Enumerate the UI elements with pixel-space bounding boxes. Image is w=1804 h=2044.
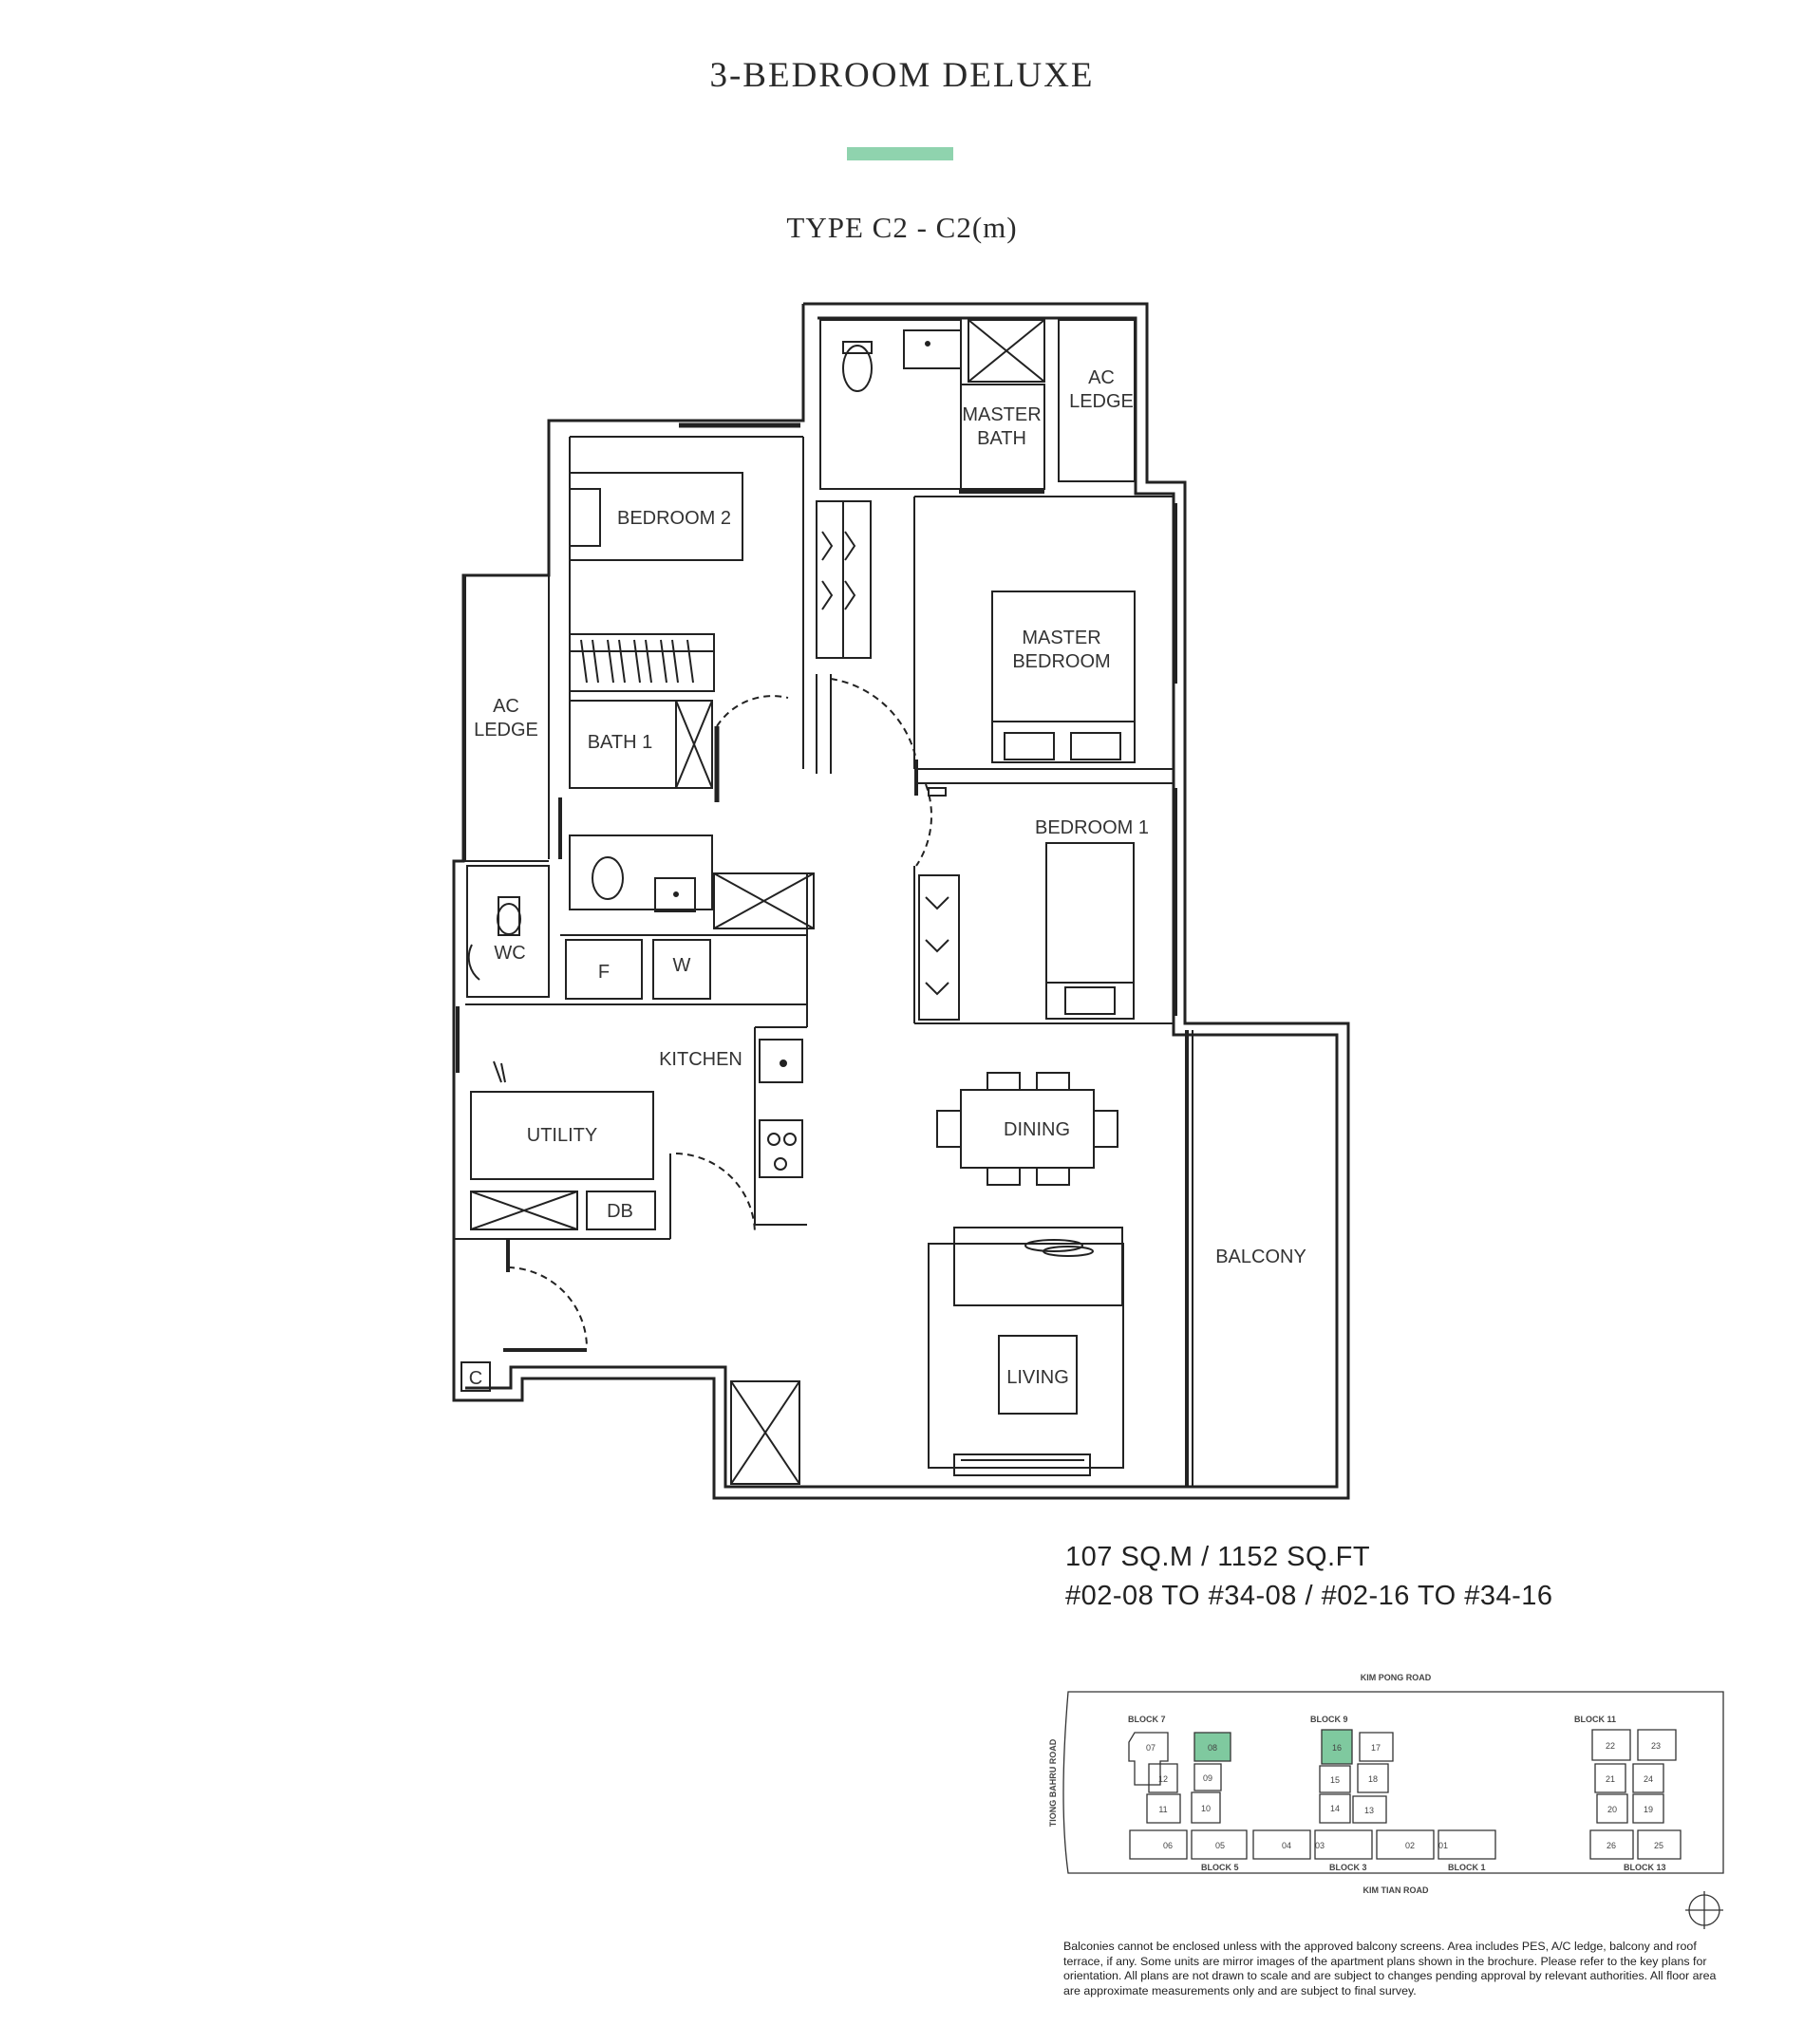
kp-unit-03: 03 — [1315, 1841, 1325, 1850]
kp-unit-08: 08 — [1208, 1743, 1217, 1753]
block-1-label: BLOCK 1 — [1448, 1863, 1486, 1872]
kitchen-area — [754, 1026, 807, 1226]
key-plan-unit-labels: 07 08 12 09 11 10 06 05 16 17 15 18 14 1… — [1146, 1741, 1663, 1850]
block-7-label: BLOCK 7 — [1128, 1715, 1166, 1724]
master-bath-area — [819, 319, 1136, 494]
kp-unit-09: 09 — [1203, 1773, 1212, 1783]
kp-unit-25: 25 — [1654, 1841, 1663, 1850]
title-accent-bar — [847, 147, 953, 160]
label-fridge: F — [598, 962, 610, 983]
kp-unit-26: 26 — [1607, 1841, 1616, 1850]
kp-unit-04: 04 — [1282, 1841, 1291, 1850]
page-title: 3-BEDROOM DELUXE — [709, 56, 1095, 95]
kp-unit-14: 14 — [1330, 1804, 1340, 1813]
label-db: DB — [607, 1201, 633, 1222]
kp-unit-23: 23 — [1651, 1741, 1661, 1751]
road-top-label: KIM PONG ROAD — [1361, 1673, 1432, 1682]
bath-1-area — [569, 695, 815, 929]
kp-unit-12: 12 — [1158, 1774, 1168, 1784]
unit-08-highlight — [1193, 1732, 1231, 1762]
kp-unit-19: 19 — [1644, 1805, 1653, 1814]
road-bottom-label: KIM TIAN ROAD — [1363, 1885, 1429, 1895]
block-9-label: BLOCK 9 — [1310, 1715, 1348, 1724]
kp-unit-07: 07 — [1146, 1743, 1156, 1753]
kp-unit-11: 11 — [1158, 1805, 1167, 1814]
kp-unit-20: 20 — [1607, 1805, 1617, 1814]
site-boundary — [1062, 1691, 1724, 1874]
kp-unit-17: 17 — [1371, 1743, 1381, 1753]
label-living: LIVING — [1006, 1367, 1069, 1388]
kp-unit-18: 18 — [1368, 1774, 1378, 1784]
kp-unit-10: 10 — [1201, 1804, 1211, 1813]
outer-walls — [452, 302, 1350, 1500]
block-5-label: BLOCK 5 — [1201, 1863, 1239, 1872]
block-3-label: BLOCK 3 — [1329, 1863, 1367, 1872]
block-7-cluster — [1128, 1732, 1248, 1860]
label-balcony: BALCONY — [1215, 1247, 1306, 1267]
balcony-area — [1185, 1030, 1193, 1487]
dining-area — [936, 1072, 1118, 1186]
left-service-area — [454, 574, 808, 1392]
label-bath-1: BATH 1 — [588, 732, 653, 753]
kp-unit-13: 13 — [1364, 1806, 1374, 1815]
kp-unit-15: 15 — [1330, 1775, 1340, 1785]
kp-unit-01: 01 — [1438, 1841, 1448, 1850]
label-bedroom-1: BEDROOM 1 — [1035, 817, 1149, 838]
unit-info: 107 SQ.M / 1152 SQ.FT #02-08 TO #34-08 /… — [1065, 1538, 1553, 1616]
kp-unit-16: 16 — [1332, 1743, 1342, 1753]
master-bedroom-area — [913, 496, 1177, 770]
label-utility: UTILITY — [527, 1125, 597, 1146]
label-c: C — [469, 1368, 482, 1389]
unit-numbers: #02-08 TO #34-08 / #02-16 TO #34-16 — [1065, 1581, 1553, 1611]
unit-area: 107 SQ.M / 1152 SQ.FT — [1065, 1542, 1371, 1572]
kp-unit-06: 06 — [1163, 1841, 1173, 1850]
road-left-label: TIONG BAHRU ROAD — [1048, 1738, 1058, 1827]
label-kitchen: KITCHEN — [659, 1049, 742, 1070]
kp-unit-21: 21 — [1606, 1774, 1615, 1784]
disclaimer-text: Balconies cannot be enclosed unless with… — [1063, 1940, 1717, 1997]
key-plan-labels: KIM PONG ROAD KIM TIAN ROAD TIONG BAHRU … — [1048, 1673, 1666, 1895]
unit-type-title: TYPE C2 - C2(m) — [786, 211, 1018, 244]
north-compass-icon — [1685, 1891, 1723, 1929]
key-plan: KIM PONG ROAD KIM TIAN ROAD TIONG BAHRU … — [1048, 1673, 1724, 1929]
kp-unit-05: 05 — [1215, 1841, 1225, 1850]
living-area — [928, 1227, 1124, 1476]
block-9-cluster — [1252, 1729, 1496, 1860]
label-bedroom-2: BEDROOM 2 — [617, 508, 731, 529]
kp-unit-22: 22 — [1606, 1741, 1615, 1751]
block-11-label: BLOCK 11 — [1574, 1715, 1616, 1724]
unit-16-highlight — [1321, 1729, 1353, 1765]
label-dining: DINING — [1004, 1119, 1070, 1140]
kp-unit-02: 02 — [1405, 1841, 1415, 1850]
bottom-void — [730, 1380, 800, 1485]
block-13-label: BLOCK 13 — [1624, 1863, 1666, 1872]
block-11-cluster — [1589, 1729, 1682, 1860]
bedroom-1-area — [913, 782, 1177, 1024]
corridor-area — [802, 437, 918, 796]
kp-unit-24: 24 — [1644, 1774, 1653, 1784]
label-washer: W — [673, 955, 691, 976]
label-wc: WC — [494, 943, 525, 964]
